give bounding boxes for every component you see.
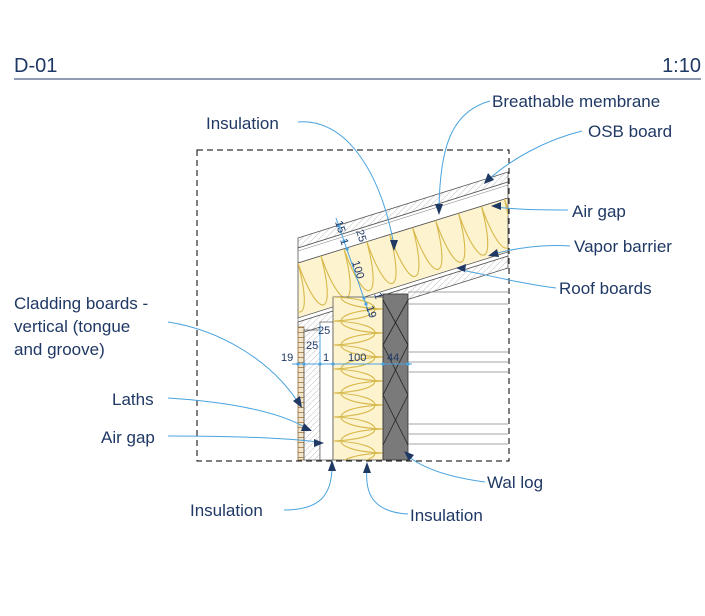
label-cladding-line1: Cladding boards - (14, 294, 148, 313)
label-insulation-roof: Insulation (206, 114, 279, 133)
dim-wall-19: 19 (281, 352, 293, 364)
label-cladding-line2: vertical (tongue (14, 317, 130, 336)
label-laths: Laths (112, 390, 154, 409)
label-insulation-wall-right: Insulation (410, 506, 483, 525)
dim-wall-vertical-25: 25 (318, 325, 330, 337)
label-air-gap-wall: Air gap (101, 428, 155, 447)
dim-roof-25: 25 (353, 228, 368, 243)
dim-wall-44: 44 (387, 352, 399, 364)
drawing-scale: 1:10 (662, 55, 701, 77)
roof-assembly (297, 171, 509, 335)
wall-log (382, 293, 409, 461)
dim-roof-1b: 1 (371, 291, 384, 301)
dim-roof-15: 15 (332, 219, 347, 234)
label-breathable-membrane: Breathable membrane (492, 92, 660, 111)
callout-labels: Insulation Breathable membrane OSB board… (14, 92, 672, 525)
dim-wall-25: 25 (306, 340, 318, 352)
wall-air-gap (319, 321, 334, 461)
dim-wall-1: 1 (323, 352, 329, 364)
drawing-code: D-01 (14, 55, 57, 77)
label-cladding-line3: and groove) (14, 340, 105, 359)
interior-boards (408, 291, 508, 445)
label-vapor-barrier: Vapor barrier (574, 237, 672, 256)
dim-wall-100: 100 (348, 352, 366, 364)
label-roof-boards: Roof boards (559, 279, 652, 298)
label-insulation-wall-left: Insulation (190, 501, 263, 520)
dimension-lines: 15 25 1 100 1 19 19 25 1 100 44 25 (281, 217, 412, 366)
leader-lines (167, 100, 583, 515)
label-osb-board: OSB board (588, 122, 672, 141)
detail-frame (196, 149, 510, 462)
label-wall-log: Wal log (487, 473, 543, 492)
label-air-gap-roof: Air gap (572, 202, 626, 221)
wall-insulation-pattern (333, 297, 383, 460)
dim-roof-1a: 1 (337, 237, 350, 247)
dim-roof-19: 19 (363, 304, 378, 319)
dim-roof-100: 100 (349, 259, 366, 280)
